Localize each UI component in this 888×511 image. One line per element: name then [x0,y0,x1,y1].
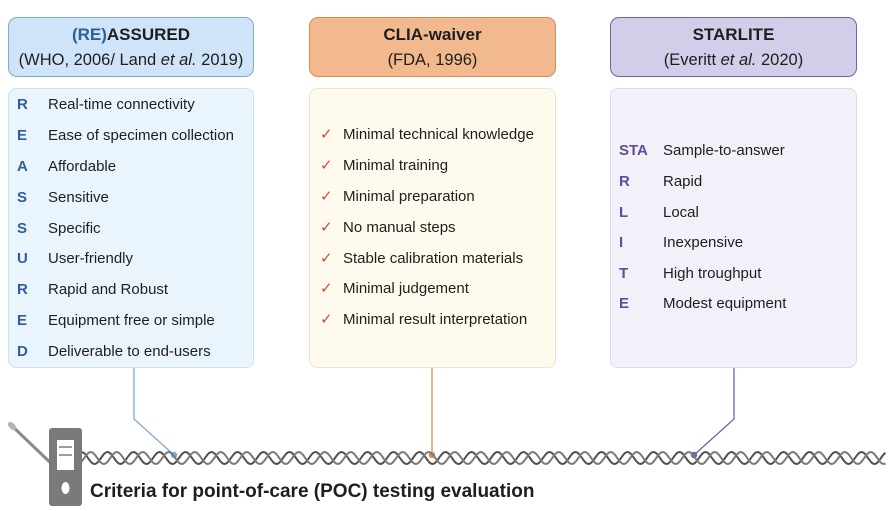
clia-title: CLIA-waiver [383,25,482,44]
swab-tip [7,421,17,431]
lateral-flow-test-icon [7,421,82,506]
check-icon: ✓ [320,126,333,143]
check-icon: ✓ [320,311,333,328]
starlite-header: STARLITE (Everitt et al. 2020) [610,17,857,77]
dna-strand-a [61,450,887,466]
dna-helix [61,450,887,466]
connector-lines [133,368,735,459]
assured-subtitle: (WHO, 2006/ Land et al. 2019) [18,51,244,69]
starlite-title: STARLITE [692,25,775,44]
clia-panel: ✓Minimal technical knowledge ✓Minimal tr… [309,88,556,368]
clia-subtitle: (FDA, 1996) [387,51,478,69]
dna-strand-b [61,450,886,466]
check-icon: ✓ [320,280,333,297]
assured-title: (RE)ASSURED [71,25,191,44]
check-icon: ✓ [320,219,333,236]
assured-title-prefix: (RE) [71,25,107,44]
sample-well [61,482,70,494]
assured-connector [133,368,175,456]
starlite-connector [693,368,735,456]
check-icon: ✓ [320,157,333,174]
check-icon: ✓ [320,188,333,205]
starlite-subtitle: (Everitt et al. 2020) [663,51,804,69]
clia-header: CLIA-waiver (FDA, 1996) [309,17,556,77]
assured-header: (RE)ASSURED (WHO, 2006/ Land et al. 2019… [8,17,254,77]
figure-caption: Criteria for point-of-care (POC) testing… [90,481,535,502]
check-icon: ✓ [320,250,333,267]
